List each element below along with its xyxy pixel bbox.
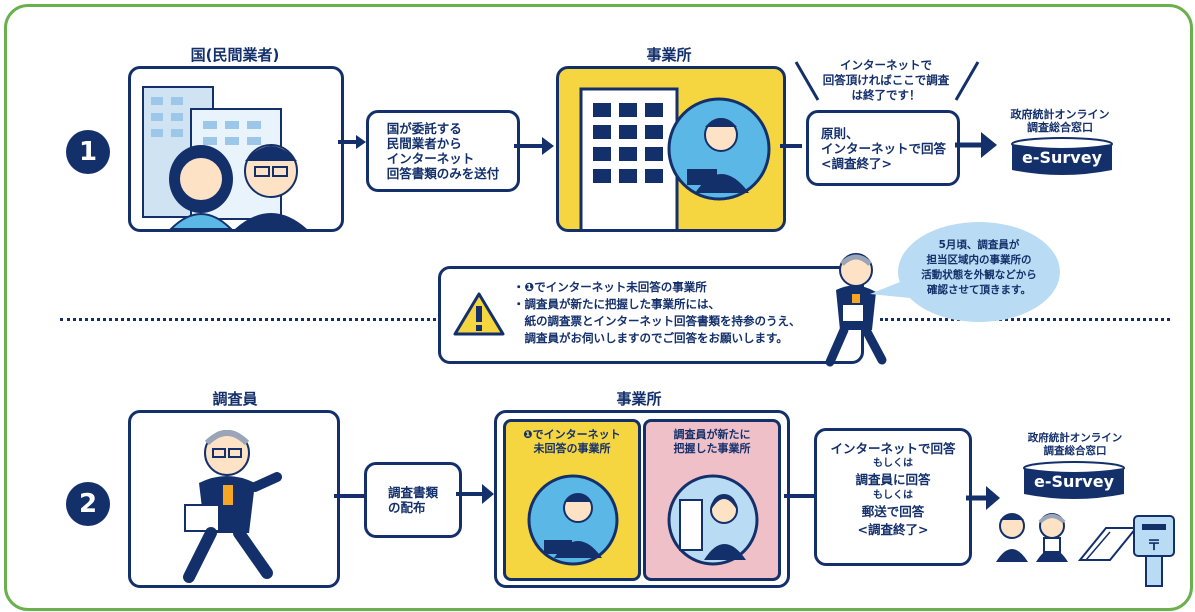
arrow-right-6 bbox=[456, 484, 494, 504]
arrow-right-5 bbox=[334, 494, 364, 498]
warning-icon bbox=[453, 292, 505, 336]
bubble-text: 5月頃、調査員が 担当区域内の事業所の 活動状態を外観などから 確認させて頂きま… bbox=[921, 239, 1037, 296]
warning-text: ・❶でインターネット未回答の事業所 ・調査員が新たに把握した事業所には、 紙の調… bbox=[513, 279, 853, 347]
office-worker-circle-2 bbox=[667, 474, 759, 566]
gov-panel bbox=[128, 66, 344, 232]
arrow-right-8 bbox=[966, 486, 1000, 510]
office-title-2: 事業所 bbox=[616, 390, 662, 408]
warning-line-1: ・❶でインターネット未回答の事業所 bbox=[513, 280, 707, 294]
walking-enumerator-illustration bbox=[825, 253, 887, 367]
divider-left bbox=[60, 318, 436, 321]
answer-mail: 郵送で回答 bbox=[861, 504, 925, 519]
answer-methods-box: インターネットで回答 もしくは 調査員に回答 もしくは 郵送で回答 <調査終了> bbox=[814, 428, 972, 566]
arrow-right-1 bbox=[338, 135, 366, 149]
slash-right bbox=[954, 61, 980, 101]
warning-line-3: 紙の調査票とインターネット回答書類を持参のうえ、 bbox=[513, 314, 801, 328]
enumerator-panel bbox=[128, 410, 340, 588]
slash-left bbox=[794, 61, 820, 101]
office-title-1: 事業所 bbox=[646, 46, 692, 64]
speech-bubble-tail bbox=[870, 278, 910, 298]
new-office-card: 調査員が新たに 把握した事業所 bbox=[643, 419, 781, 581]
answer-internet: インターネットで回答 bbox=[830, 441, 956, 456]
send-docs-box: 国が委託する 民間業者から インターネット 回答書類のみを送付 bbox=[366, 110, 520, 192]
distribute-docs-box: 調査書類 の配布 bbox=[364, 462, 462, 538]
portal-title-1: 政府統計オンライン 調査総合窓口 bbox=[1010, 108, 1110, 134]
esurvey-1: e-Survey bbox=[1010, 136, 1114, 176]
unanswered-office-label: ❶でインターネット 未回答の事業所 bbox=[523, 428, 621, 455]
enumerator-title: 調査員 bbox=[212, 390, 258, 408]
answer-or-2: もしくは bbox=[873, 490, 913, 501]
people-mailbox-illustration: 〒 bbox=[996, 513, 1175, 587]
enumerator-illustration bbox=[183, 430, 282, 583]
warning-box: ・❶でインターネット未回答の事業所 ・調査員が新たに把握した事業所には、 紙の調… bbox=[438, 266, 864, 364]
arrow-right-3 bbox=[780, 144, 802, 148]
arrow-right-2 bbox=[514, 137, 554, 155]
answer-or-1: もしくは bbox=[873, 458, 913, 469]
office-panel-2: ❶でインターネット 未回答の事業所 調査員が新たに 把握した事業所 bbox=[494, 410, 790, 588]
answer-enumerator: 調査員に回答 bbox=[855, 472, 931, 487]
portal-title-2: 政府統計オンライン 調査総合窓口 bbox=[1027, 432, 1123, 457]
new-office-label: 調査員が新たに 把握した事業所 bbox=[673, 428, 751, 455]
divider-right bbox=[880, 318, 1170, 321]
office-worker-circle-1 bbox=[527, 474, 619, 566]
arrow-right-7 bbox=[784, 494, 818, 498]
survey-end: <調査終了> bbox=[857, 522, 929, 537]
gov-title: 国(民間業者) bbox=[190, 46, 280, 64]
step-2-badge: 2 bbox=[66, 482, 110, 526]
speech-bubble bbox=[898, 222, 1060, 322]
svg-text:〒: 〒 bbox=[1147, 538, 1161, 554]
database-icon-2 bbox=[1023, 461, 1125, 499]
office-people-illustration bbox=[142, 86, 307, 229]
esurvey-label-2: e-Survey bbox=[1033, 472, 1114, 491]
warning-line-4: 調査員がお伺いしますのでご回答をお願いします。 bbox=[513, 331, 788, 345]
esurvey-label-1: e-Survey bbox=[1021, 148, 1102, 167]
arrow-right-4 bbox=[955, 132, 997, 158]
step-1-badge: 1 bbox=[66, 130, 110, 174]
principle-answer-box: 原則、 インターネットで回答 <調査終了> bbox=[806, 110, 960, 186]
database-icon bbox=[1011, 137, 1113, 175]
office-panel-1 bbox=[556, 66, 786, 232]
answer-methods-text: インターネットで回答 もしくは 調査員に回答 もしくは 郵送で回答 <調査終了> bbox=[817, 441, 969, 539]
warning-line-2: ・調査員が新たに把握した事業所には、 bbox=[513, 297, 720, 311]
note-text: インターネットで 回答頂ければここで調査 は終了です！ bbox=[822, 58, 950, 102]
unanswered-office-card: ❶でインターネット 未回答の事業所 bbox=[503, 419, 641, 581]
office-worker-illustration bbox=[579, 87, 771, 229]
esurvey-2: e-Survey bbox=[1022, 460, 1126, 500]
